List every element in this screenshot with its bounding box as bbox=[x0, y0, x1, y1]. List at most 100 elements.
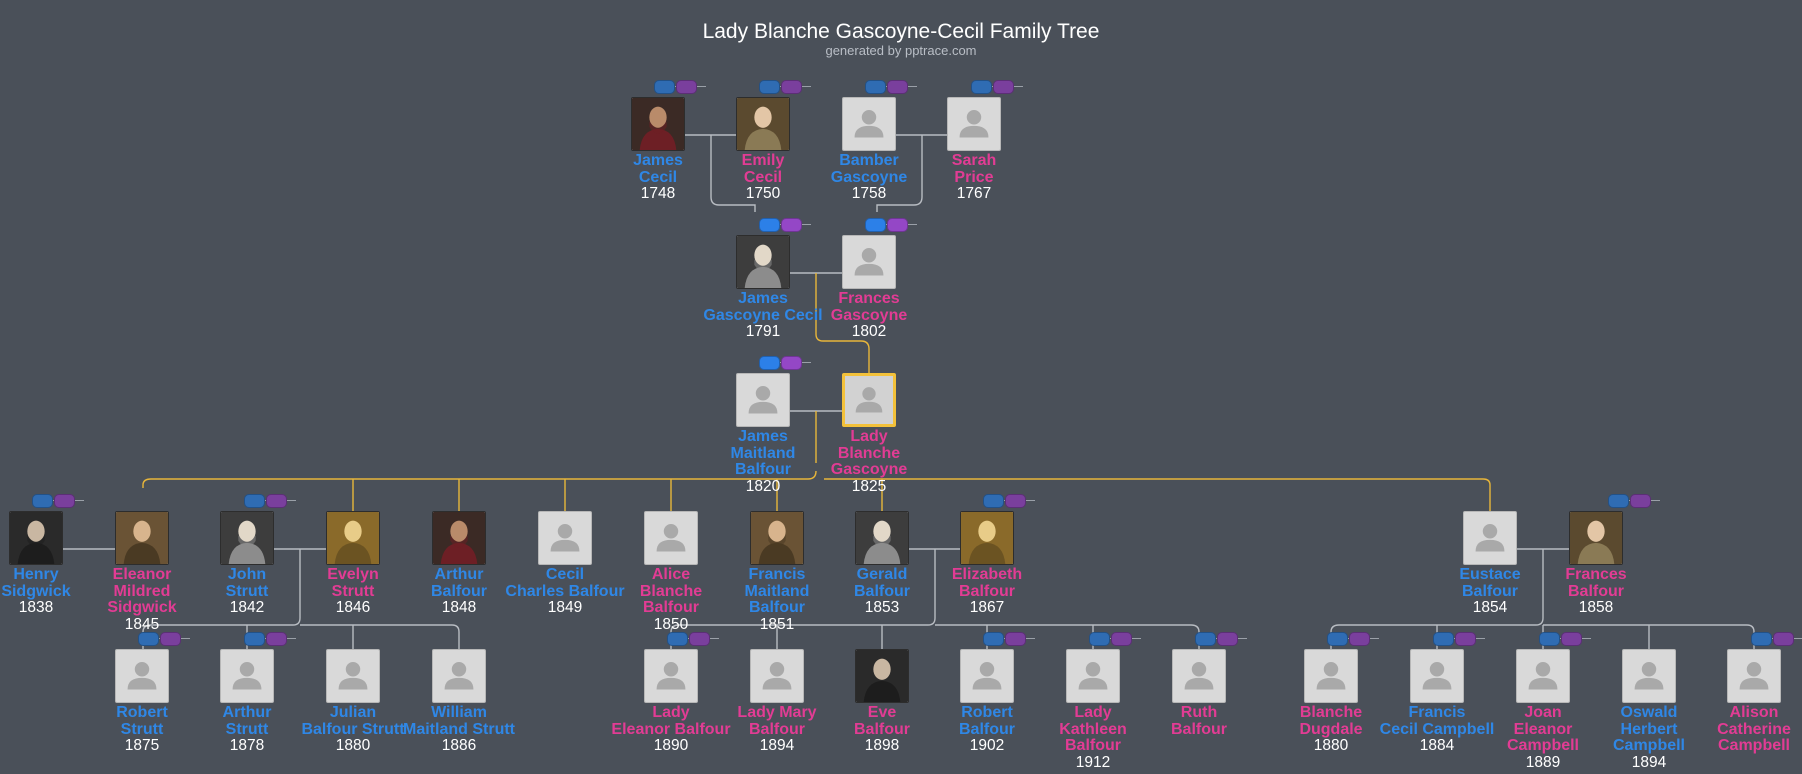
person-placeholder-icon[interactable] bbox=[842, 373, 896, 427]
expand-parents-button[interactable] bbox=[865, 80, 886, 94]
portrait-photo-icon[interactable] bbox=[115, 511, 169, 565]
expand-parents-button[interactable] bbox=[138, 632, 159, 646]
expand-children-button[interactable] bbox=[689, 632, 710, 646]
person-placeholder-icon[interactable] bbox=[1622, 649, 1676, 703]
portrait-photo-icon[interactable] bbox=[220, 511, 274, 565]
expand-parents-button[interactable] bbox=[32, 494, 53, 508]
expand-parents-button[interactable] bbox=[667, 632, 688, 646]
expand-children-button[interactable] bbox=[781, 80, 802, 94]
expand-parents-button[interactable] bbox=[244, 632, 265, 646]
person-placeholder-icon[interactable] bbox=[842, 235, 896, 289]
portrait-photo-icon[interactable] bbox=[960, 511, 1014, 565]
person-placeholder-icon[interactable] bbox=[326, 649, 380, 703]
expand-parents-button[interactable] bbox=[759, 80, 780, 94]
expand-children-button[interactable] bbox=[1111, 632, 1132, 646]
expand-parents-button[interactable] bbox=[865, 218, 886, 232]
expand-children-button[interactable] bbox=[1630, 494, 1651, 508]
portrait-photo-icon[interactable] bbox=[9, 511, 63, 565]
person-placeholder-icon[interactable] bbox=[1463, 511, 1517, 565]
expand-children-button[interactable] bbox=[887, 80, 908, 94]
person-placeholder-icon[interactable] bbox=[1516, 649, 1570, 703]
expand-parents-button[interactable] bbox=[1539, 632, 1560, 646]
expand-children-button[interactable] bbox=[781, 218, 802, 232]
portrait-photo-icon[interactable] bbox=[326, 511, 380, 565]
expand-children-button[interactable] bbox=[781, 356, 802, 370]
expand-parents-button[interactable] bbox=[971, 80, 992, 94]
expand-children-button[interactable] bbox=[1455, 632, 1476, 646]
expand-parents-button[interactable] bbox=[1433, 632, 1454, 646]
expand-children-button[interactable] bbox=[887, 218, 908, 232]
expand-children-button[interactable] bbox=[54, 494, 75, 508]
portrait-photo-icon[interactable] bbox=[736, 235, 790, 289]
expand-parents-button[interactable] bbox=[1327, 632, 1348, 646]
person-placeholder-icon[interactable] bbox=[1066, 649, 1120, 703]
person-placeholder-icon[interactable] bbox=[644, 649, 698, 703]
expand-children-button[interactable] bbox=[676, 80, 697, 94]
expand-parents-button[interactable] bbox=[759, 356, 780, 370]
expand-children-button[interactable] bbox=[1773, 632, 1794, 646]
expand-children-button[interactable] bbox=[1005, 632, 1026, 646]
expand-children-button[interactable] bbox=[266, 632, 287, 646]
expand-parents-button[interactable] bbox=[759, 218, 780, 232]
person-placeholder-icon[interactable] bbox=[220, 649, 274, 703]
person-placeholder-icon[interactable] bbox=[1410, 649, 1464, 703]
expand-children-button[interactable] bbox=[1217, 632, 1238, 646]
expand-parents-button[interactable] bbox=[244, 494, 265, 508]
person-placeholder-icon[interactable] bbox=[1304, 649, 1358, 703]
portrait-photo-icon[interactable] bbox=[432, 511, 486, 565]
person-placeholder-icon[interactable] bbox=[115, 649, 169, 703]
person-placeholder-icon[interactable] bbox=[947, 97, 1001, 151]
person-placeholder-icon[interactable] bbox=[538, 511, 592, 565]
person-placeholder-icon[interactable] bbox=[1172, 649, 1226, 703]
expand-parents-button[interactable] bbox=[983, 632, 1004, 646]
expand-children-button[interactable] bbox=[993, 80, 1014, 94]
portrait-photo-icon[interactable] bbox=[736, 97, 790, 151]
expand-parents-button[interactable] bbox=[1608, 494, 1629, 508]
expand-parents-button[interactable] bbox=[1195, 632, 1216, 646]
expand-children-button[interactable] bbox=[160, 632, 181, 646]
portrait-photo-icon[interactable] bbox=[1569, 511, 1623, 565]
expand-children-button[interactable] bbox=[1349, 632, 1370, 646]
portrait-photo-icon[interactable] bbox=[855, 649, 909, 703]
person-placeholder-icon[interactable] bbox=[842, 97, 896, 151]
expand-parents-button[interactable] bbox=[983, 494, 1004, 508]
expand-parents-button[interactable] bbox=[1751, 632, 1772, 646]
person-placeholder-icon[interactable] bbox=[750, 649, 804, 703]
person-placeholder-icon[interactable] bbox=[1727, 649, 1781, 703]
person-placeholder-icon[interactable] bbox=[960, 649, 1014, 703]
expand-parents-button[interactable] bbox=[1089, 632, 1110, 646]
portrait-photo-icon[interactable] bbox=[631, 97, 685, 151]
person-placeholder-icon[interactable] bbox=[432, 649, 486, 703]
